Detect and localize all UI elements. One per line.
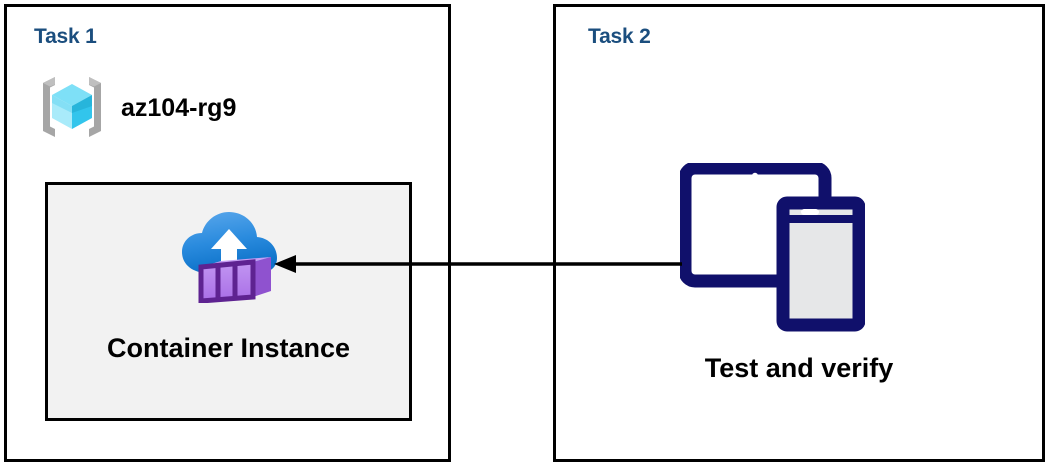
panel-title-task-1: Task 1 <box>34 25 97 48</box>
device-label: Test and verify <box>704 353 894 383</box>
azure-resource-group-icon <box>35 69 109 148</box>
panel-title-task-2: Task 2 <box>588 25 651 48</box>
resource-group-row: az104-rg9 <box>35 69 236 148</box>
panel-task-1: Task 1 <box>4 4 451 462</box>
container-instance-label: Container Instance <box>106 333 351 363</box>
container-instance-box: Container Instance <box>45 182 412 421</box>
arrow-task2-to-container-instance <box>274 255 682 273</box>
container-instance-icon-wrap <box>48 207 409 308</box>
container-instance-icon <box>177 207 281 308</box>
resource-group-label: az104-rg9 <box>121 94 237 122</box>
devices-icon-wrap <box>678 161 866 338</box>
devices-tablet-phone-icon <box>678 161 866 337</box>
